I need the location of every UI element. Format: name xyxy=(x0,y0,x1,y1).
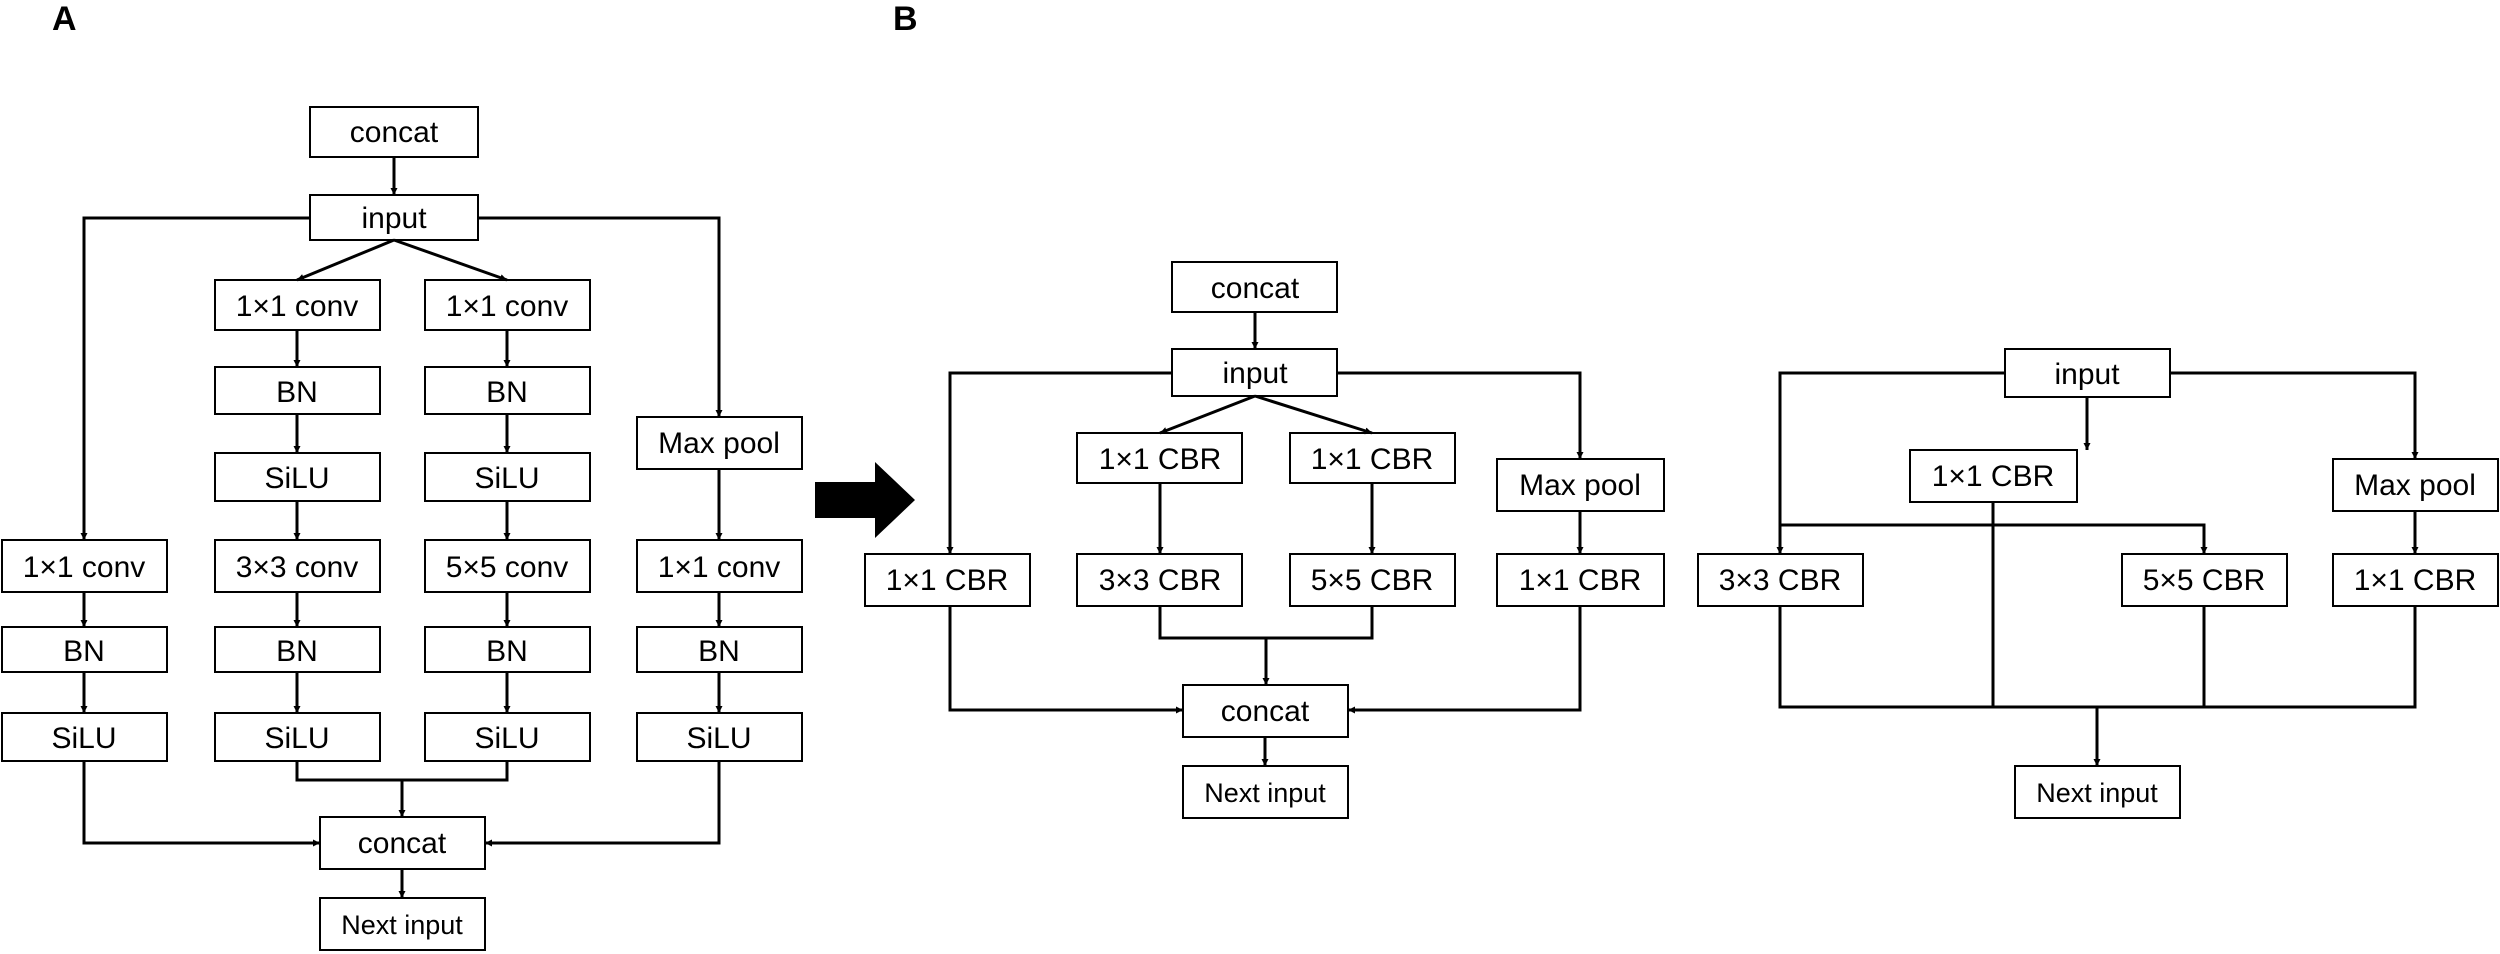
a-connectors xyxy=(80,157,723,898)
a-b4-conv: 1×1 conv xyxy=(658,551,781,584)
a-b2-conv1: 1×1 conv xyxy=(236,290,359,323)
a-b2-conv3: 3×3 conv xyxy=(236,551,359,584)
b1-maxpool: Max pool xyxy=(1519,469,1641,502)
a-b2-bn1: BN xyxy=(276,376,318,409)
b1-concat-top: concat xyxy=(1211,272,1300,305)
a-next-input: Next input xyxy=(341,910,463,940)
a-b3-conv1: 1×1 conv xyxy=(446,290,569,323)
b1-input: input xyxy=(1222,357,1288,390)
a-b3-silu1: SiLU xyxy=(474,462,539,495)
a-b4-silu: SiLU xyxy=(686,722,751,755)
b2-next-input: Next input xyxy=(2036,778,2158,808)
a-b3-conv5: 5×5 conv xyxy=(446,551,569,584)
a-concat-bottom: concat xyxy=(358,827,447,860)
b2-cbr1: 1×1 CBR xyxy=(1932,460,2055,493)
a-b2-silu1: SiLU xyxy=(264,462,329,495)
b1-concat-bottom: concat xyxy=(1221,695,1310,728)
a-concat-top: concat xyxy=(350,116,439,149)
b2-input: input xyxy=(2054,358,2120,391)
a-input: input xyxy=(361,202,427,235)
b2-maxpool: Max pool xyxy=(2354,469,2476,502)
b2-connectors xyxy=(1776,371,2419,766)
b1-cbr1-b: 1×1 CBR xyxy=(1311,443,1434,476)
b1-cbr1-left: 1×1 CBR xyxy=(886,564,1009,597)
panel-a: concat input 1×1 conv BN SiLU 1×1 conv B… xyxy=(1,106,803,951)
a-b3-silu2: SiLU xyxy=(474,722,539,755)
b2-cbr1-right: 1×1 CBR xyxy=(2354,564,2477,597)
b1-cbr1-right: 1×1 CBR xyxy=(1519,564,1642,597)
b1-cbr1-a: 1×1 CBR xyxy=(1099,443,1222,476)
b1-cbr5: 5×5 CBR xyxy=(1311,564,1434,597)
b1-cbr3: 3×3 CBR xyxy=(1099,564,1222,597)
b1-connectors xyxy=(946,312,1584,766)
b1-next-input: Next input xyxy=(1204,778,1326,808)
a-b1-silu: SiLU xyxy=(51,722,116,755)
panel-b-left: concat input 1×1 CBR 1×1 CBR Max pool 1×… xyxy=(864,261,1665,819)
panel-label-a: A xyxy=(52,0,77,38)
panel-b-right: input 1×1 CBR Max pool 3×3 CBR 5×5 CBR 1… xyxy=(1697,348,2499,819)
a-b2-silu2: SiLU xyxy=(264,722,329,755)
a-b4-bn: BN xyxy=(698,635,740,668)
transform-arrow-icon xyxy=(815,462,915,538)
a-b1-conv: 1×1 conv xyxy=(23,551,146,584)
a-b1-bn: BN xyxy=(63,635,105,668)
a-b3-bn2: BN xyxy=(486,635,528,668)
b2-cbr5: 5×5 CBR xyxy=(2143,564,2266,597)
panel-label-b: B xyxy=(893,0,918,38)
a-b4-maxpool: Max pool xyxy=(658,427,780,460)
a-b2-bn2: BN xyxy=(276,635,318,668)
b2-cbr3: 3×3 CBR xyxy=(1719,564,1842,597)
a-b3-bn1: BN xyxy=(486,376,528,409)
